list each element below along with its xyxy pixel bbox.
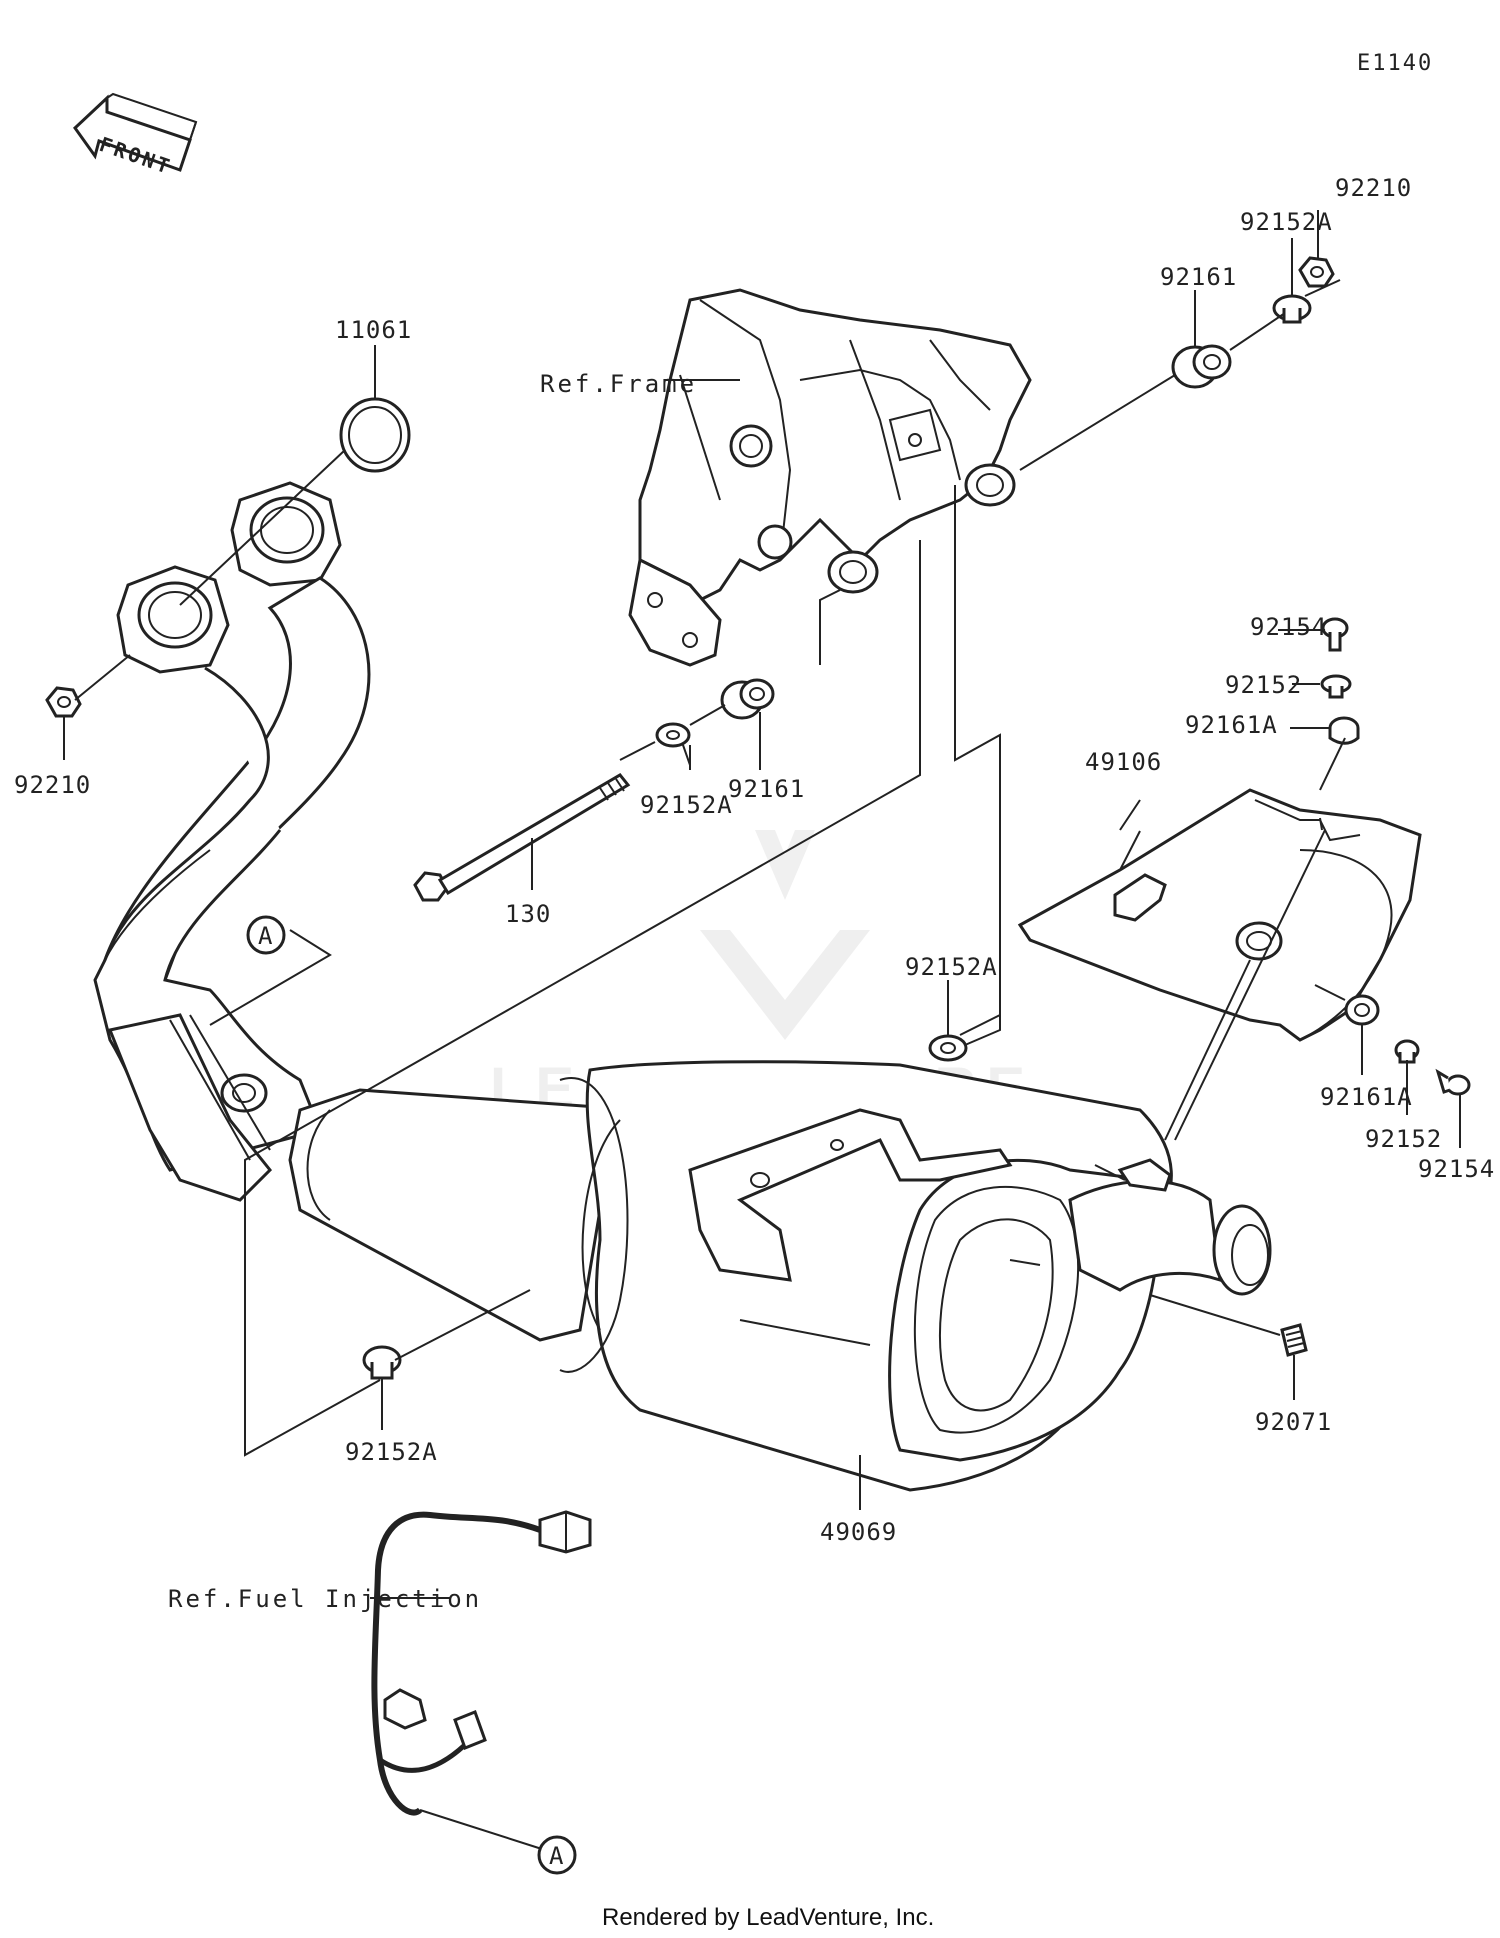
- leader-lines: [63, 210, 1461, 1851]
- part-label-49069: 49069: [820, 1518, 897, 1546]
- ref-fuel-injection-label: Ref.Fuel Injection: [168, 1585, 482, 1613]
- collar-92152a-right: [928, 1034, 968, 1062]
- part-label-92154-top: 92154: [1250, 613, 1327, 641]
- part-label-92152a-right: 92152A: [905, 953, 998, 981]
- part-label-49106: 49106: [1085, 748, 1162, 776]
- diagram-code: E1140: [1357, 51, 1433, 76]
- part-label-92210-left: 92210: [14, 771, 91, 799]
- part-label-92161-top: 92161: [1160, 263, 1237, 291]
- part-label-92152a-mid: 92152A: [640, 791, 733, 819]
- bolt-92154-bottom: [1435, 1068, 1471, 1096]
- front-arrow-icon: FRONT: [73, 92, 198, 179]
- part-label-92071: 92071: [1255, 1408, 1332, 1436]
- connector-mark-a-bottom: A: [537, 1835, 577, 1875]
- bolt-92154-top: [1321, 617, 1349, 652]
- o2-sensor-harness: [371, 1510, 592, 1816]
- collar-92152a-mid: [655, 722, 691, 748]
- collar-92152-bottom: [1394, 1039, 1420, 1064]
- part-label-92154-bottom: 92154: [1418, 1155, 1495, 1183]
- connector-mark-a-top: A: [246, 915, 286, 955]
- part-label-92152-top: 92152: [1225, 671, 1302, 699]
- grommet-92161-mid: [720, 678, 775, 720]
- clamp-92071: [1280, 1323, 1308, 1357]
- collar-92152-top: [1320, 674, 1352, 699]
- heat-guard: [1017, 788, 1422, 1042]
- footer-credit: Rendered by LeadVenture, Inc.: [602, 1904, 934, 1931]
- part-label-92161a-bottom: 92161A: [1320, 1083, 1413, 1111]
- part-label-92152a-top: 92152A: [1240, 208, 1333, 236]
- exhaust-header-pipe: [93, 481, 371, 1202]
- gasket-11061: [339, 397, 411, 473]
- part-label-92210-right: 92210: [1335, 174, 1412, 202]
- connector-mark-text: A: [549, 1842, 564, 1870]
- part-label-92152a-bottom: 92152A: [345, 1438, 438, 1466]
- grommet-92161a-bottom: [1344, 994, 1380, 1026]
- nut-92210-left: [45, 686, 82, 718]
- bolt-130: [413, 773, 631, 902]
- ref-frame-label: Ref.Frame: [540, 370, 697, 398]
- grommet-92161-top: [1171, 344, 1232, 389]
- frame-bracket: [628, 288, 1032, 667]
- part-label-11061: 11061: [335, 316, 412, 344]
- collar-92152a-top: [1272, 294, 1312, 324]
- collar-92152a-bottom: [362, 1345, 402, 1380]
- muffler: [288, 1060, 1272, 1492]
- connector-mark-text: A: [258, 922, 273, 950]
- part-label-92161a-top: 92161A: [1185, 711, 1278, 739]
- part-label-92161-mid: 92161: [728, 775, 805, 803]
- part-label-130: 130: [505, 900, 551, 928]
- part-label-92152-bottom: 92152: [1365, 1125, 1442, 1153]
- nut-92210-right: [1298, 256, 1335, 288]
